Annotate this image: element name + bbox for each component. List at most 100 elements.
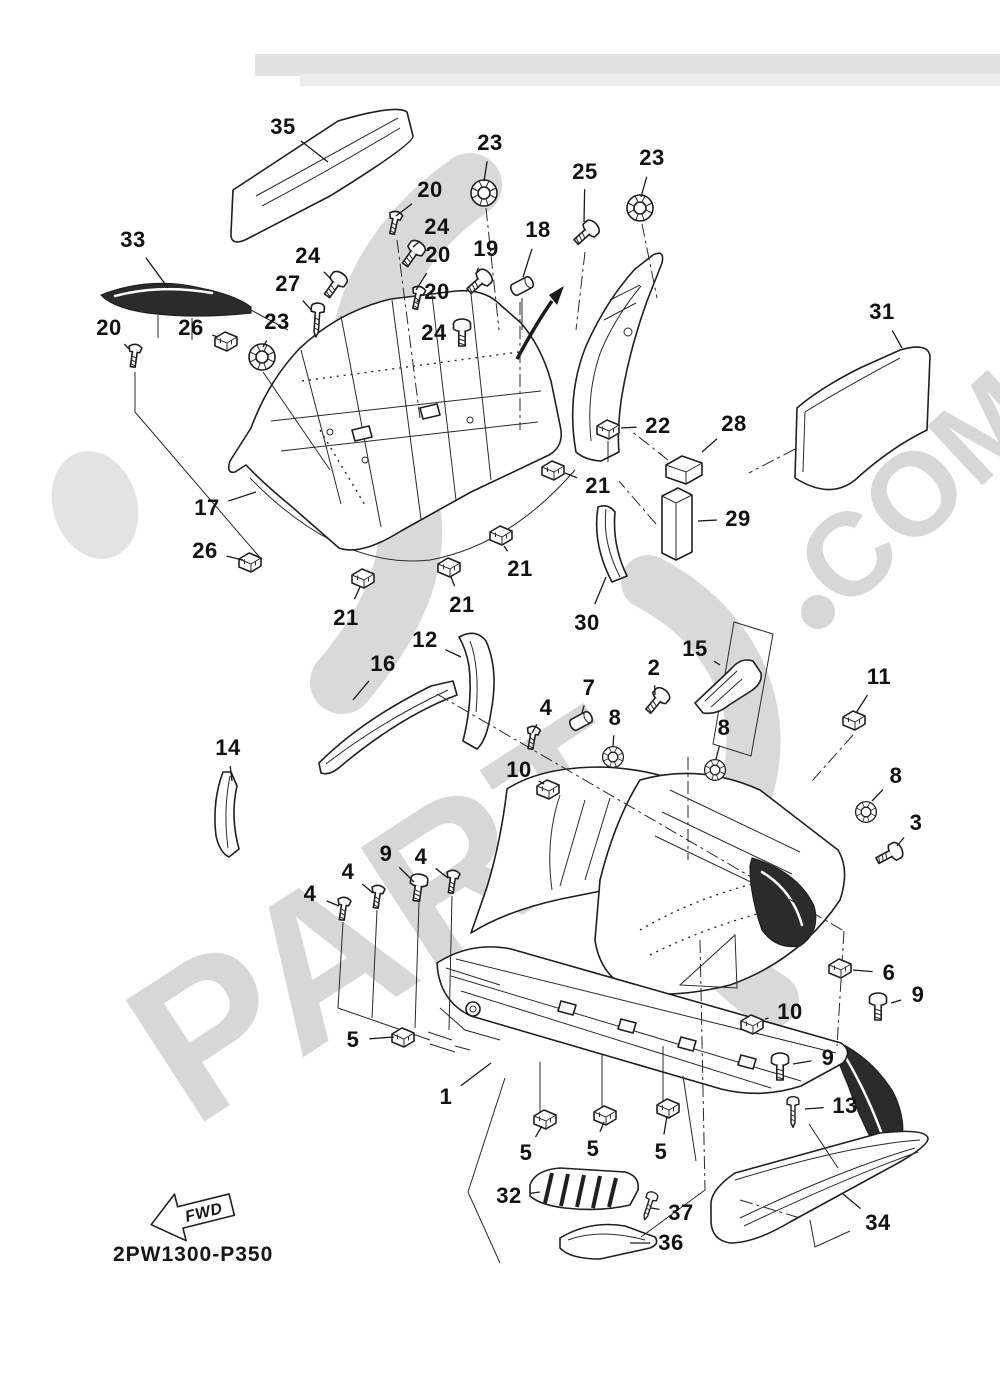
callout-1: 1: [439, 1084, 453, 1109]
callout-13: 13: [832, 1093, 858, 1118]
leader-line-23: [640, 176, 648, 198]
leader-line-4: [361, 883, 374, 894]
callout-25: 25: [572, 159, 598, 184]
callout-20: 20: [96, 315, 122, 340]
callout-37: 37: [668, 1200, 694, 1225]
leader-line-31: [891, 330, 903, 349]
part-15-duct: [694, 621, 774, 757]
callout-5: 5: [654, 1139, 668, 1164]
construction-lines: [134, 207, 854, 1264]
leader-line-4: [531, 723, 538, 734]
callout-26: 26: [192, 538, 218, 563]
leader-line-23: [262, 340, 268, 348]
callout-33: 33: [120, 227, 146, 252]
leader-line-35: [300, 140, 329, 163]
part-12-trim-strip: [458, 632, 495, 750]
callout-4: 4: [539, 695, 553, 720]
callout-27: 27: [275, 271, 301, 296]
callout-18: 18: [525, 217, 551, 242]
leader-line-10: [764, 1017, 769, 1020]
callout-19: 19: [473, 236, 499, 261]
leader-line-33: [145, 257, 169, 289]
callout-35: 35: [270, 114, 296, 139]
leader-line-25: [583, 189, 586, 223]
callout-7: 7: [582, 675, 596, 700]
watermark-blob: [51, 451, 139, 559]
leader-line-5: [599, 1121, 605, 1133]
leader-line-3: [896, 837, 905, 847]
callout-4: 4: [414, 844, 428, 869]
part-34-side-cover: [710, 1130, 929, 1248]
callout-8: 8: [889, 763, 903, 788]
leader-line-1: [460, 1062, 492, 1087]
leader-line-26: [226, 555, 244, 561]
leader-line-8: [871, 789, 884, 802]
diagram-code-label: 2PW1300-P350: [113, 1243, 274, 1266]
leader-line-11: [855, 694, 869, 714]
leader-line-21: [450, 576, 456, 587]
callout-3: 3: [909, 810, 923, 835]
callout-20: 20: [424, 279, 450, 304]
callout-2: 2: [647, 655, 661, 680]
leader-line-34: [842, 1193, 862, 1210]
callout-21: 21: [333, 605, 359, 630]
part-36-trim-piece: [559, 1223, 658, 1260]
leader-line-30: [594, 576, 607, 605]
leader-line-20: [395, 203, 413, 217]
callout-29: 29: [725, 506, 751, 531]
leader-line-23: [483, 161, 488, 182]
leader-line-13: [804, 1106, 824, 1110]
callout-5: 5: [586, 1136, 600, 1161]
leader-line-27: [302, 300, 314, 313]
callout-22: 22: [645, 413, 671, 438]
leader-line-21: [503, 545, 509, 552]
callout-26: 26: [178, 315, 204, 340]
callout-8: 8: [717, 715, 731, 740]
leader-line-7: [581, 705, 585, 714]
part-35-cover-panel: [230, 108, 414, 243]
leader-line-22: [620, 426, 637, 429]
callout-36: 36: [658, 1230, 684, 1255]
callout-24: 24: [424, 214, 450, 239]
part-17-leg-shield-inner: [228, 289, 576, 562]
callout-6: 6: [882, 960, 896, 985]
leader-line-9: [890, 999, 902, 1004]
callout-20: 20: [417, 177, 443, 202]
part-16-trim-strip-long: [318, 680, 458, 775]
callout-32: 32: [496, 1183, 522, 1208]
fwd-arrow-shape: [150, 1193, 236, 1242]
part-33-grille-panel: [99, 282, 289, 340]
callout-4: 4: [303, 881, 317, 906]
leader-line-10: [538, 780, 545, 785]
leader-line-19: [475, 267, 480, 275]
leader-lines: [123, 140, 905, 1244]
part-32-vented-panel: [529, 1167, 640, 1211]
callout-9: 9: [911, 982, 925, 1007]
callout-21: 21: [585, 473, 611, 498]
callout-21: 21: [507, 556, 533, 581]
callout-17: 17: [194, 495, 220, 520]
part-1-floor-assembly: [427, 766, 904, 1156]
leader-line-37: [650, 1207, 660, 1211]
direction-arrowhead: [549, 286, 564, 305]
leader-line-28: [701, 438, 718, 453]
leader-line-5: [663, 1115, 668, 1135]
callout-10: 10: [777, 999, 803, 1024]
part-31-side-panel: [794, 346, 931, 491]
callout-24: 24: [421, 320, 447, 345]
callout-34: 34: [865, 1210, 891, 1235]
leader-line-18: [522, 248, 533, 278]
leader-line-9: [398, 866, 415, 883]
callout-5: 5: [346, 1027, 360, 1052]
leader-line-32: [530, 1191, 541, 1194]
callout-24: 24: [295, 243, 321, 268]
scan-band: [255, 54, 1000, 76]
callout-21: 21: [449, 592, 475, 617]
leader-line-24: [323, 271, 332, 280]
leader-line-24: [412, 240, 421, 248]
frame-pillar: [515, 252, 664, 462]
leader-line-14: [229, 765, 233, 782]
watermark-dot: [801, 595, 835, 629]
